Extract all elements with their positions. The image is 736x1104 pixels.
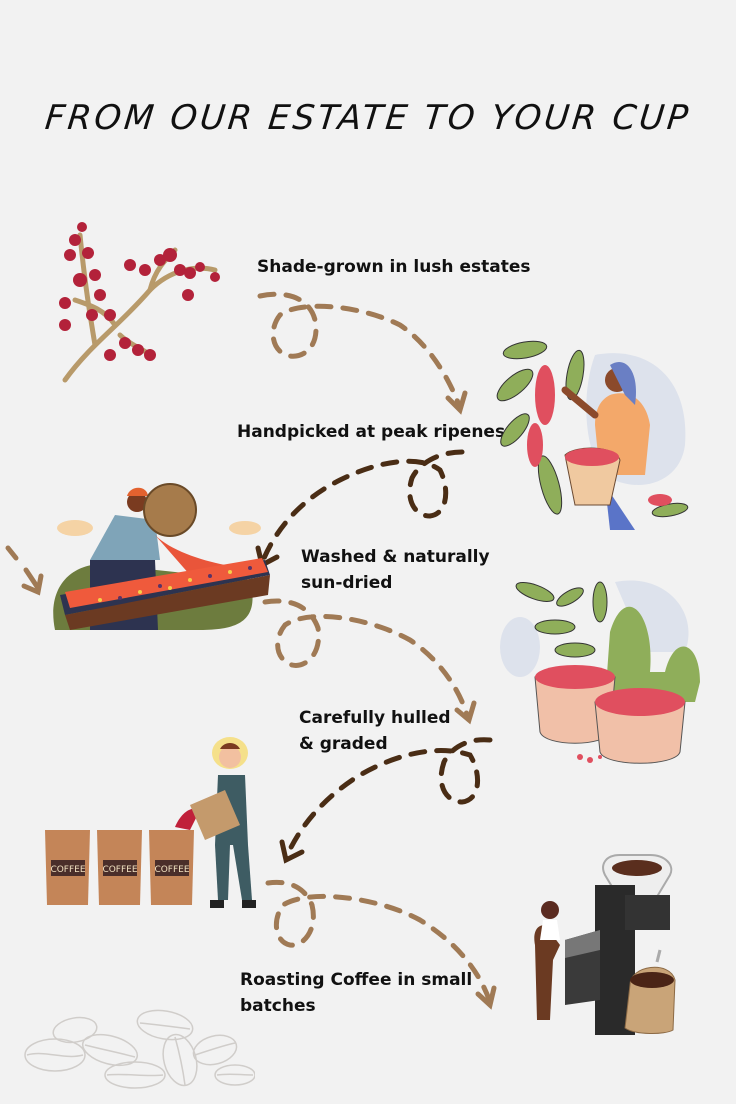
- arrow-step4-to-step5: [279, 737, 493, 864]
- man-drying-beans-illustration: [53, 483, 270, 630]
- step-5-label-line1: Roasting Coffee in small: [240, 970, 473, 990]
- coffee-sack-1: [45, 830, 90, 905]
- coffee-beans-outline-illustration: [24, 1009, 255, 1089]
- step-4-label-line2: & graded: [299, 734, 388, 754]
- arrow-step3-to-step4: [262, 598, 477, 725]
- arrow-step1-to-step2: [257, 291, 468, 415]
- step-4-label-line1: Carefully hulled: [299, 708, 451, 728]
- step-4-label: Carefully hulled & graded: [299, 705, 451, 757]
- step-3-label-line1: Washed & naturally: [301, 547, 490, 567]
- step-3-label: Washed & naturally sun-dried: [301, 544, 490, 596]
- farmer-with-coffee-sacks-illustration: COFFEE COFFEE COFFEE: [45, 737, 256, 908]
- step-3-label-line2: sun-dried: [301, 573, 393, 593]
- roaster-machine-illustration: [534, 854, 676, 1035]
- woman-picking-cherries-illustration: [496, 340, 689, 530]
- sack-1-label: COFFEE: [50, 865, 85, 875]
- sack-2-label: COFFEE: [102, 865, 137, 875]
- coffee-sack-2: [97, 830, 142, 905]
- arrow-step2-to-step3: [255, 449, 465, 569]
- coffee-cherry-branch-illustration: [59, 222, 220, 383]
- sack-3-label: COFFEE: [154, 865, 189, 875]
- step-1-label: Shade-grown in lush estates: [257, 257, 531, 277]
- step-2-label: Handpicked at peak ripeness: [237, 422, 516, 442]
- step-5-label: Roasting Coffee in small batches: [240, 967, 472, 1019]
- arrow-left-entry: [5, 545, 44, 596]
- step-5-label-line2: batches: [240, 996, 316, 1016]
- arrow-step5-to-roaster: [265, 879, 497, 1010]
- bowls-of-cherries-illustration: [500, 580, 700, 764]
- coffee-sack-3: [149, 830, 194, 905]
